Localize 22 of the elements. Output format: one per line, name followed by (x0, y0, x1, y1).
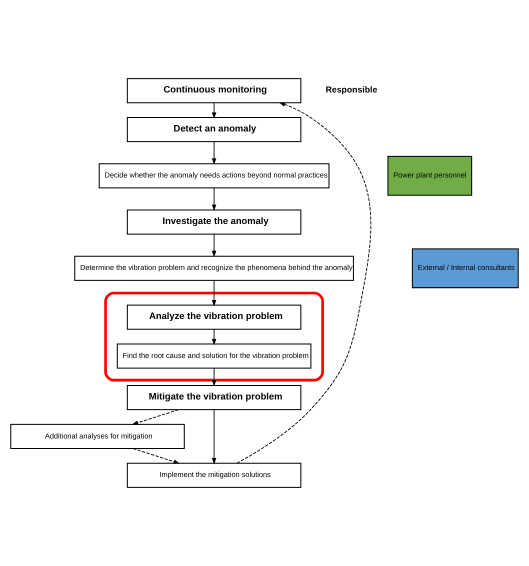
arrow (212, 102, 216, 119)
node-box: Continuous monitoring (126, 78, 302, 104)
arrow (212, 280, 216, 306)
node-box: Mitigate the vibration problem (126, 385, 302, 410)
arrow (212, 409, 216, 464)
arrow (212, 328, 216, 346)
node-box: External / Internal consultants (412, 248, 519, 288)
node-box: Find the root cause and solution for the vibration problem (116, 343, 312, 369)
node-box: Analyze the vibration problem (126, 304, 302, 330)
node-box: Investigate the anomaly (126, 209, 302, 235)
arrow (212, 234, 216, 258)
arrow (236, 102, 372, 464)
node-box: Power plant personnel (387, 156, 472, 196)
arrow (212, 188, 216, 212)
node-box: Detect an anomaly (126, 117, 302, 142)
node-box: Additional analyses for mitigation (10, 424, 185, 449)
node-box: Determine the vibration problem and recognize the phenomena behind the anomaly (74, 256, 354, 281)
label: Responsible (326, 84, 378, 94)
arrow (212, 368, 216, 387)
node-box: Implement the mitigation solutions (126, 462, 302, 488)
node-box: Decide whether the anomaly needs actions beyond normal practices (98, 163, 330, 188)
arrow (212, 141, 216, 165)
